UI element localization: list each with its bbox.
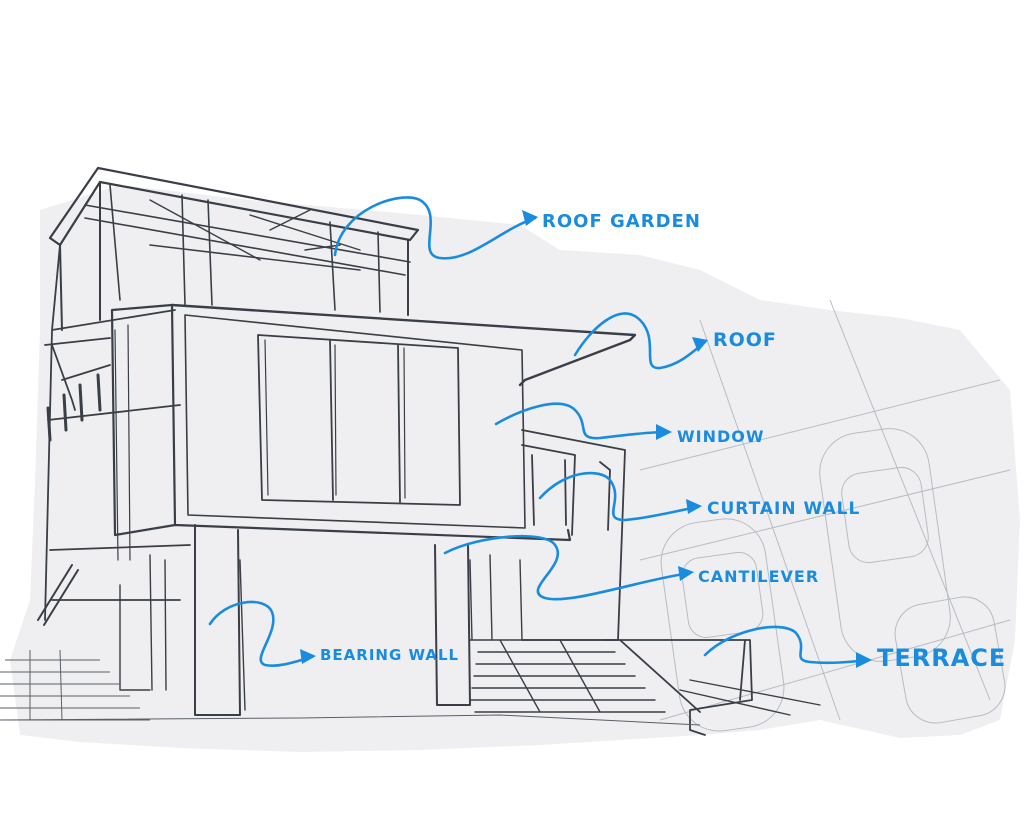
- parked-cars-sketch: [639, 299, 1011, 732]
- label-curtain-wall: CURTAIN WALL: [707, 499, 860, 519]
- label-roof: ROOF: [713, 329, 777, 351]
- annotation-arrows: [208, 196, 872, 668]
- arrow-curtain-wall: [538, 471, 700, 522]
- label-terrace: TERRACE: [877, 644, 1006, 672]
- building-sketch: [0, 166, 821, 736]
- label-roof-garden: ROOF GARDEN: [542, 211, 701, 232]
- arrow-bearing-wall: [208, 600, 314, 667]
- arrow-roof-garden: [333, 196, 537, 260]
- label-cantilever: CANTILEVER: [698, 567, 819, 586]
- arrow-cantilever: [443, 534, 692, 601]
- arrow-roof: [573, 312, 707, 370]
- background-wash: [10, 185, 1020, 752]
- annotation-labels: ROOF GARDEN ROOF WINDOW CURTAIN WALL CAN…: [320, 211, 1006, 672]
- label-window: WINDOW: [677, 427, 765, 446]
- arrow-window: [494, 402, 670, 440]
- label-bearing-wall: BEARING WALL: [320, 646, 459, 664]
- arrow-terrace: [703, 625, 870, 665]
